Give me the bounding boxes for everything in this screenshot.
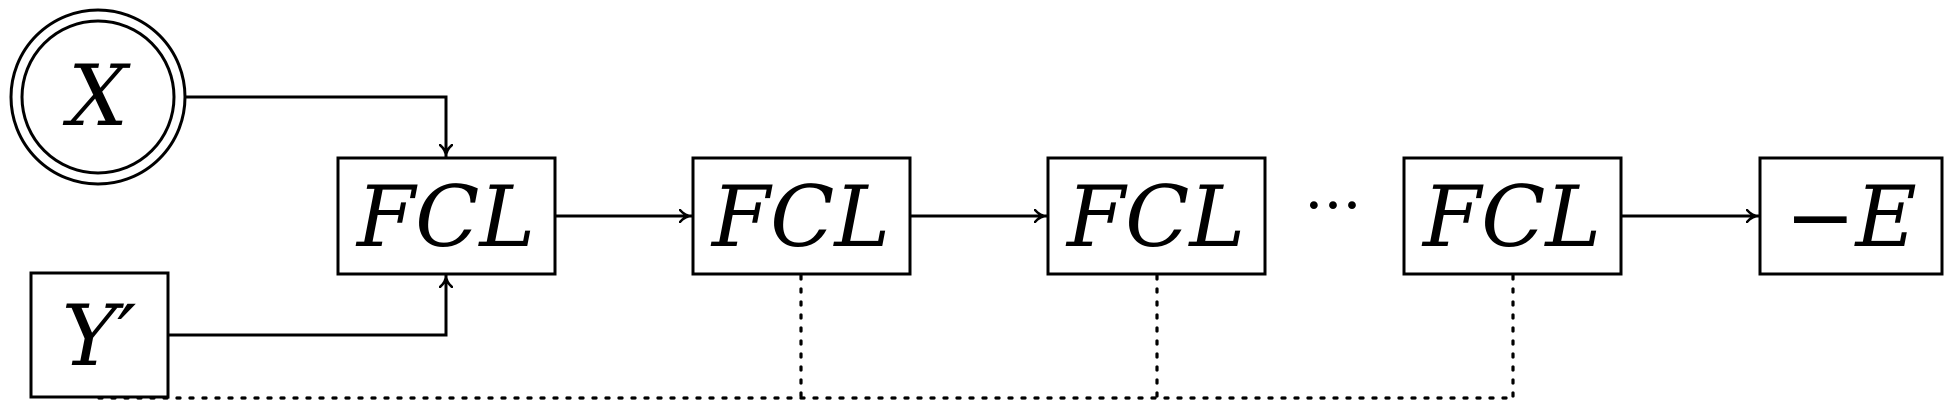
fcl-layer-3-label: FCL: [1065, 168, 1245, 266]
fcl-layer-2-label: FCL: [710, 168, 890, 266]
fcl-layer-1-label: FCL: [355, 168, 535, 266]
edge-x-to-fcl-1: [185, 95, 446, 157]
input-node-x-label: X: [62, 47, 131, 145]
input-node-y-prime: Y′: [29, 271, 170, 399]
fcl-layer-3: FCL: [1046, 156, 1267, 276]
output-node-energy: −E: [1758, 156, 1944, 276]
output-node-energy-label: −E: [1785, 168, 1917, 266]
fcl-layer-2: FCL: [691, 156, 912, 276]
edge-y-prime-to-fcl-1: [168, 275, 446, 337]
fcl-layer-4: FCL: [1402, 156, 1623, 276]
fcl-layer-4-label: FCL: [1421, 168, 1601, 266]
fcl-layer-1: FCL: [336, 156, 557, 276]
input-node-x: X: [9, 8, 187, 186]
input-node-y-prime-label: Y′: [62, 287, 137, 385]
ellipsis: ···: [1304, 171, 1361, 241]
